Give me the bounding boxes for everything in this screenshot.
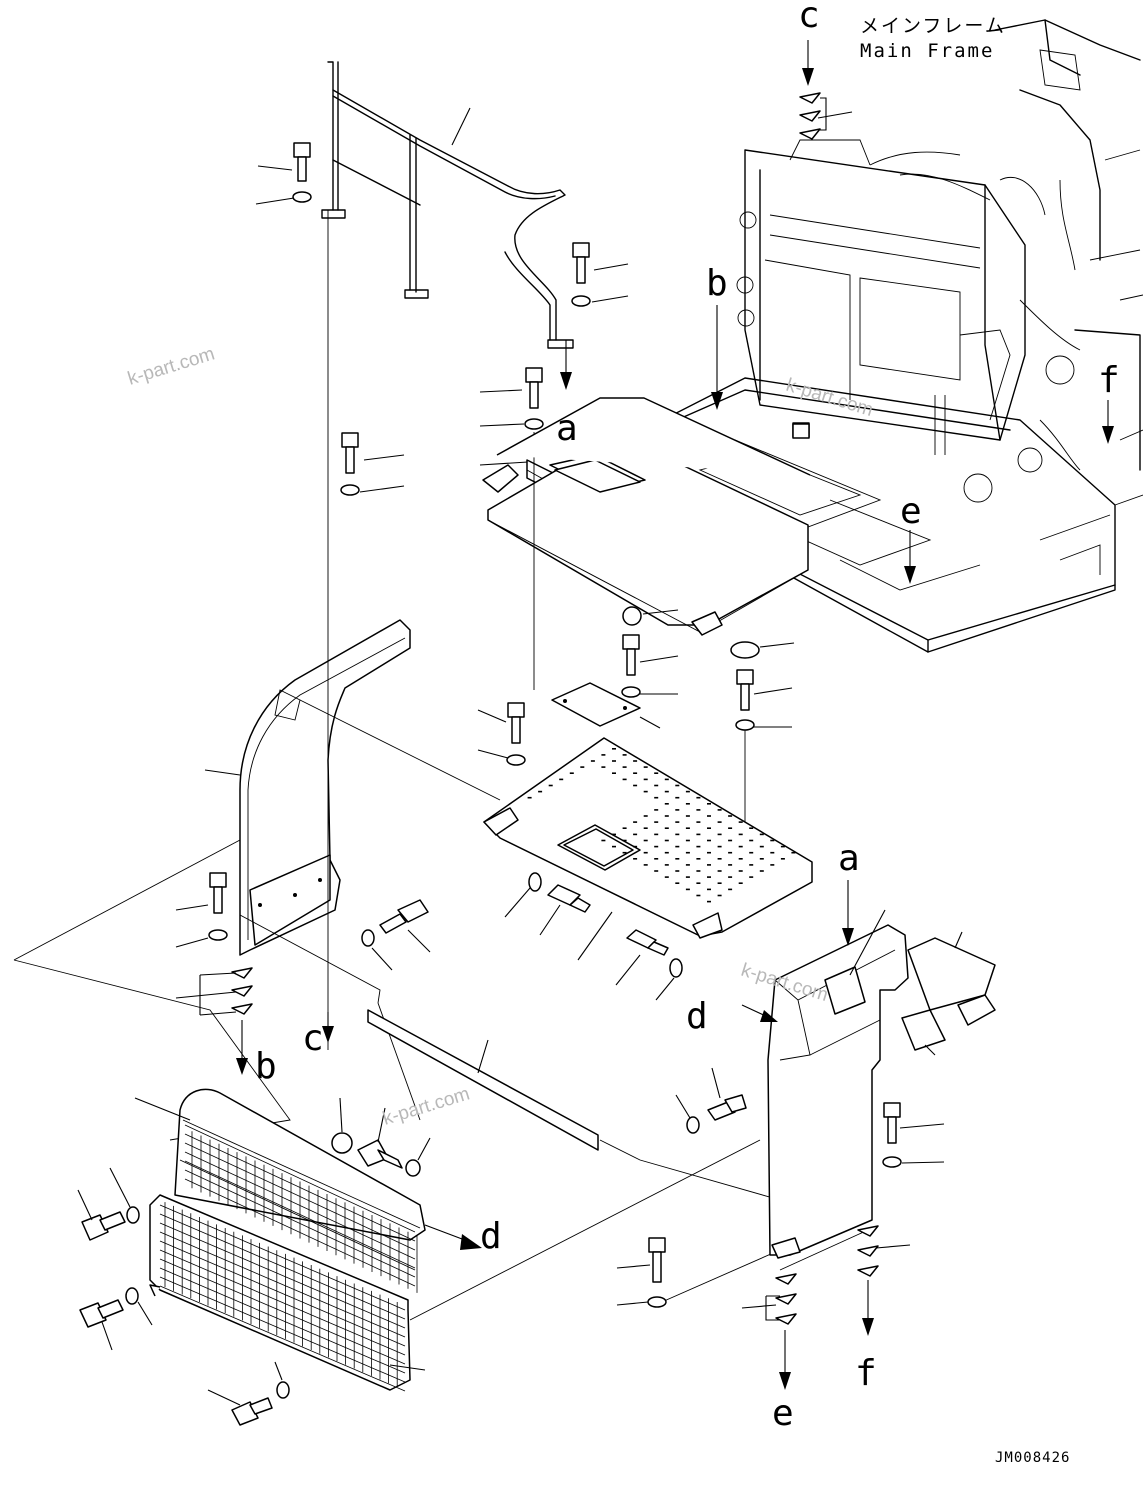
deck-plate	[483, 737, 813, 939]
washer	[340, 484, 360, 496]
bolt	[648, 1237, 666, 1283]
bolt-horizontal	[379, 899, 429, 934]
clip-nuts	[857, 1225, 879, 1277]
washer	[208, 929, 228, 941]
washer	[292, 191, 312, 203]
washer	[571, 295, 591, 307]
ref-letter-d-grille: d	[480, 1216, 502, 1257]
arrow-c-down	[322, 1026, 334, 1043]
bolt	[293, 142, 311, 182]
main-frame-label-en: Main Frame	[860, 40, 994, 62]
clip-nuts	[775, 1273, 797, 1325]
clip-nuts	[799, 92, 821, 140]
arrow-c-main	[802, 68, 814, 86]
perforation-dots	[527, 748, 796, 903]
bolt-horizontal	[707, 1094, 747, 1121]
arrow-d-grille	[460, 1234, 482, 1250]
front-grille	[149, 1088, 426, 1392]
ref-letter-e-bottom: e	[772, 1393, 794, 1434]
bolt	[525, 367, 543, 409]
arrow-f-down	[862, 1318, 874, 1336]
ref-letter-a-panel: a	[838, 838, 860, 879]
ref-letter-f-main: f	[1098, 360, 1120, 401]
cap	[331, 1132, 353, 1154]
bolt-horizontal	[626, 929, 669, 956]
clip-nuts	[231, 967, 253, 1015]
decal	[957, 994, 996, 1026]
decal	[907, 937, 996, 1011]
arrow-e-main	[904, 566, 916, 584]
grille-mesh	[159, 1124, 418, 1392]
ref-letter-c-top: c	[798, 0, 820, 36]
bolt	[792, 423, 810, 439]
watermark: k-part.com	[380, 1083, 472, 1129]
washer	[669, 958, 683, 978]
bolt	[883, 1102, 901, 1144]
watermark: k-part.com	[125, 343, 217, 389]
bolt-horizontal	[547, 884, 591, 913]
washer	[524, 418, 544, 430]
bolt	[572, 242, 590, 284]
bolt	[341, 432, 359, 474]
main-frame-assembly	[597, 19, 1143, 653]
ref-letter-d-panel: d	[686, 996, 708, 1037]
handrail	[321, 61, 574, 349]
arrow-f-main	[1102, 426, 1114, 444]
arrow-d-right	[760, 1010, 778, 1022]
washer	[621, 686, 641, 698]
decal	[901, 1009, 946, 1051]
seal-strip	[367, 1009, 599, 1151]
bolt	[507, 702, 525, 744]
arrow-e-down	[779, 1372, 791, 1390]
arrow-a-down	[842, 928, 854, 946]
ref-letter-e-main: e	[900, 491, 922, 532]
washer	[126, 1206, 140, 1224]
bolt-horizontal	[357, 1139, 403, 1169]
bolt	[736, 669, 754, 711]
ref-letter-b-left: b	[255, 1046, 277, 1087]
washer	[647, 1296, 667, 1308]
watermark: k-part.com	[784, 375, 876, 421]
ref-letter-a-top: a	[556, 408, 578, 449]
cap	[622, 606, 642, 626]
washer	[735, 719, 755, 731]
bolt	[622, 634, 640, 676]
arrow-b-down	[236, 1058, 248, 1075]
washer	[506, 754, 526, 766]
washer	[361, 929, 375, 947]
ref-letter-f-bottom: f	[855, 1353, 877, 1394]
arrow-a-handrail	[560, 372, 572, 390]
bolt-horizontal	[79, 1299, 124, 1328]
washer	[528, 872, 542, 892]
bolt-horizontal	[81, 1211, 126, 1241]
left-side-frame	[239, 619, 411, 956]
inspection-cover	[551, 682, 641, 727]
arrow-b-main	[711, 392, 723, 410]
ref-letter-b-main: b	[706, 263, 728, 304]
perforated-plate	[496, 397, 811, 476]
main-frame-label-jp: メインフレーム	[860, 15, 1006, 37]
washer	[405, 1159, 421, 1177]
washer	[882, 1156, 902, 1168]
washer	[125, 1287, 139, 1305]
washer	[686, 1116, 700, 1134]
bolt-horizontal	[231, 1397, 273, 1426]
ref-letter-c-left: c	[302, 1018, 324, 1059]
drawing-number: JM008426	[995, 1450, 1070, 1466]
bolt	[209, 872, 227, 914]
right-side-panel	[767, 924, 909, 1259]
washer	[276, 1381, 290, 1399]
cap	[730, 641, 760, 659]
